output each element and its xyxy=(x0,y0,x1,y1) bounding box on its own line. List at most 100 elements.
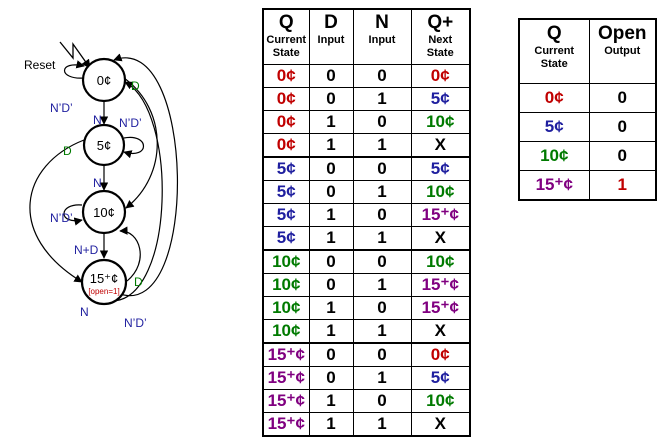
table-cell: 0¢ xyxy=(518,83,590,113)
header-sub: Input xyxy=(317,34,345,46)
table-row: 5¢0 xyxy=(518,112,657,142)
table-cell: 1 xyxy=(352,319,412,344)
table-cell: 1 xyxy=(308,110,354,134)
header-sub: State xyxy=(272,47,300,59)
table-cell: 0 xyxy=(352,249,412,274)
header-d-input: D Input xyxy=(308,8,354,65)
edge-s15-s0-d xyxy=(119,226,141,282)
table-cell: 10¢ xyxy=(410,110,471,134)
edge-s15-s0-n xyxy=(111,81,163,302)
table-cell: 15⁺¢ xyxy=(262,342,310,367)
header-sub: Current xyxy=(534,45,575,57)
table-cell: 1 xyxy=(352,366,412,390)
header-main: Q xyxy=(278,12,294,33)
edge-label-s10-s15: N+D xyxy=(74,243,99,257)
table-cell: 15⁺¢ xyxy=(262,389,310,413)
table-cell: X xyxy=(410,133,471,158)
edge-label-s10-self: N’D’ xyxy=(50,211,73,225)
table-cell: 10¢ xyxy=(262,296,310,320)
table-cell: 1 xyxy=(352,180,412,204)
table-cell: 0 xyxy=(308,64,354,88)
table-cell: 1 xyxy=(308,226,354,251)
table-cell: 1 xyxy=(352,226,412,251)
table-cell: 5¢ xyxy=(262,156,310,181)
header-main: Open xyxy=(597,23,647,44)
table-cell: 1 xyxy=(308,319,354,344)
state-0-node: 0¢ xyxy=(81,57,127,103)
table-cell: 0¢ xyxy=(262,133,310,158)
header-open-output: Open Output xyxy=(588,18,657,84)
table-cell: 0 xyxy=(352,296,412,320)
table-row: 0¢0 xyxy=(518,83,657,113)
state-diagram: Reset N’D’ N D N’D’ D N N’D’ N+D D N N’D… xyxy=(24,41,178,330)
header-main: D xyxy=(324,12,338,33)
table-row: 15⁺¢1 xyxy=(518,170,657,201)
state-5-label: 5¢ xyxy=(97,138,111,153)
header-current-state: Q Current State xyxy=(262,8,310,65)
table-cell: 0 xyxy=(308,156,354,181)
header-main: Q xyxy=(546,23,562,44)
table-cell: 15⁺¢ xyxy=(262,412,310,437)
table-cell: 0 xyxy=(308,273,354,297)
table-cell: 0¢ xyxy=(262,110,310,134)
table-cell: 5¢ xyxy=(262,180,310,204)
table-cell: 1 xyxy=(308,133,354,158)
table-cell: 0¢ xyxy=(262,64,310,88)
table-cell: 0 xyxy=(352,156,412,181)
table-cell: 15⁺¢ xyxy=(262,366,310,390)
header-sub: State xyxy=(540,58,568,70)
header-main: N xyxy=(375,12,389,33)
table-cell: 10¢ xyxy=(410,249,471,274)
table-cell: 5¢ xyxy=(262,226,310,251)
table-cell: 10¢ xyxy=(262,249,310,274)
table-cell: 0 xyxy=(352,64,412,88)
header-n-input: N Input xyxy=(352,8,412,65)
header-main: Q+ xyxy=(427,12,454,33)
table-cell: 1 xyxy=(308,389,354,413)
edge-label-s15-s0-n: N xyxy=(80,305,89,319)
edge-label-s5-s10: N xyxy=(93,176,102,190)
table-cell: 5¢ xyxy=(262,203,310,227)
table-cell: 1 xyxy=(308,412,354,437)
table-row: 10¢0 xyxy=(518,141,657,171)
table-cell: 1 xyxy=(352,133,412,158)
state-15-sublabel: [open=1] xyxy=(88,287,119,296)
table-cell: 1 xyxy=(308,296,354,320)
s10-self-loop xyxy=(63,204,83,226)
table-cell: 10¢ xyxy=(518,141,590,171)
table-cell: 0 xyxy=(352,203,412,227)
state-0-label: 0¢ xyxy=(97,73,111,88)
table-cell: 0 xyxy=(588,112,657,142)
state-10-label: 10¢ xyxy=(93,205,115,220)
next-state-header-row: Q Current State D Input N Input Q+ Next … xyxy=(262,8,471,65)
edge-label-s15-s0-d: D xyxy=(134,275,143,289)
state-15-label: 15⁺¢ xyxy=(90,271,119,286)
table-cell: 1 xyxy=(352,273,412,297)
table-cell: 10¢ xyxy=(262,319,310,344)
table-cell: 0 xyxy=(308,342,354,367)
edge-label-s5-s15: D xyxy=(63,144,72,158)
next-state-table: Q Current State D Input N Input Q+ Next … xyxy=(262,8,471,437)
table-cell: X xyxy=(410,412,471,437)
table-cell: 0 xyxy=(588,83,657,113)
header-next-state: Q+ Next State xyxy=(410,8,471,65)
table-cell: 0 xyxy=(588,141,657,171)
table-cell: 1 xyxy=(588,170,657,201)
table-cell: 1 xyxy=(308,203,354,227)
edge-s5-s15 xyxy=(29,139,85,283)
table-cell: 0 xyxy=(308,366,354,390)
header-sub: Next xyxy=(428,34,453,46)
table-cell: 0 xyxy=(352,389,412,413)
